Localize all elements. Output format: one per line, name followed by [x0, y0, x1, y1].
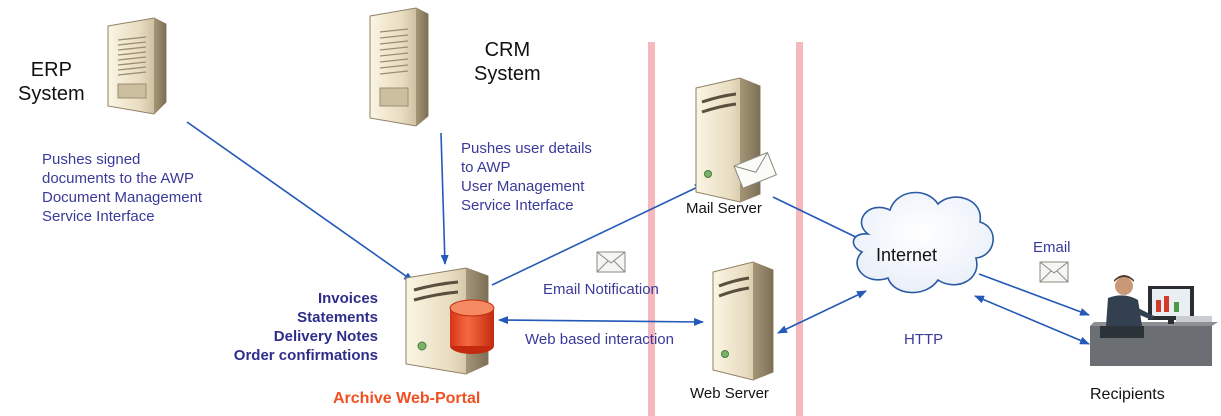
envelope-icon	[733, 151, 778, 189]
recipients-user-icon	[1090, 275, 1218, 366]
web-interaction-arrow	[498, 316, 704, 326]
firewall-bar-right	[796, 42, 803, 416]
portal-to-mail-arrow	[491, 183, 705, 286]
crm-push-line1: Pushes user details	[461, 140, 592, 157]
erp-label-line1: ERP	[30, 59, 72, 81]
web-server-icon	[712, 261, 774, 381]
crm-system-label: CRM System	[474, 38, 541, 86]
email-label: Email	[1033, 239, 1071, 256]
web-server-label: Web Server	[690, 385, 769, 402]
mail-to-internet-arrow	[772, 196, 867, 243]
firewall-bar-left	[648, 42, 655, 416]
mail-server-label: Mail Server	[686, 200, 762, 217]
crm-push-line4: Service Interface	[461, 197, 574, 214]
doc-type-order-confirmations: Order confirmations	[233, 347, 378, 364]
internet-to-recipients-arrow	[978, 273, 1090, 316]
recipients-label: Recipients	[1090, 386, 1165, 403]
doc-type-delivery-notes: Delivery Notes	[273, 328, 378, 345]
http-label: HTTP	[904, 331, 944, 348]
database-icon	[449, 299, 495, 354]
archive-web-portal-label: Archive Web-Portal	[333, 390, 481, 407]
email-notification-label: Email Notification	[543, 281, 659, 298]
crm-to-portal-arrow	[440, 132, 449, 265]
email-envelope-icon	[1039, 261, 1069, 283]
crm-label-line2: System	[474, 63, 541, 85]
document-types-list: Invoices Statements Delivery Notes Order…	[234, 289, 378, 365]
crm-push-line2: to AWP	[461, 159, 511, 176]
crm-label-line1: CRM	[484, 39, 531, 61]
erp-push-line1: Pushes signed	[42, 151, 141, 168]
web-interaction-label: Web based interaction	[525, 331, 674, 348]
crm-push-line3: User Management	[461, 178, 585, 195]
web-http-arrow	[777, 290, 867, 334]
erp-push-line2: documents to the AWP	[42, 170, 195, 187]
erp-push-line4: Service Interface	[42, 208, 155, 225]
doc-type-statements: Statements	[297, 309, 378, 326]
erp-to-portal-arrow	[186, 121, 414, 282]
erp-push-line3: Document Management	[42, 189, 203, 206]
erp-system-label: ERP System	[18, 58, 85, 106]
erp-label-line2: System	[18, 83, 85, 105]
erp-push-label: Pushes signed documents to the AWP Docum…	[42, 150, 202, 226]
internet-label: Internet	[876, 245, 938, 265]
recipients-http-arrow	[974, 295, 1090, 345]
email-notification-envelope-icon	[596, 251, 626, 273]
crm-push-label: Pushes user details to AWP User Manageme…	[461, 139, 592, 215]
internet-cloud-icon	[852, 191, 994, 294]
crm-server-icon	[369, 7, 429, 127]
erp-server-icon	[107, 17, 167, 115]
doc-type-invoices: Invoices	[317, 290, 378, 307]
